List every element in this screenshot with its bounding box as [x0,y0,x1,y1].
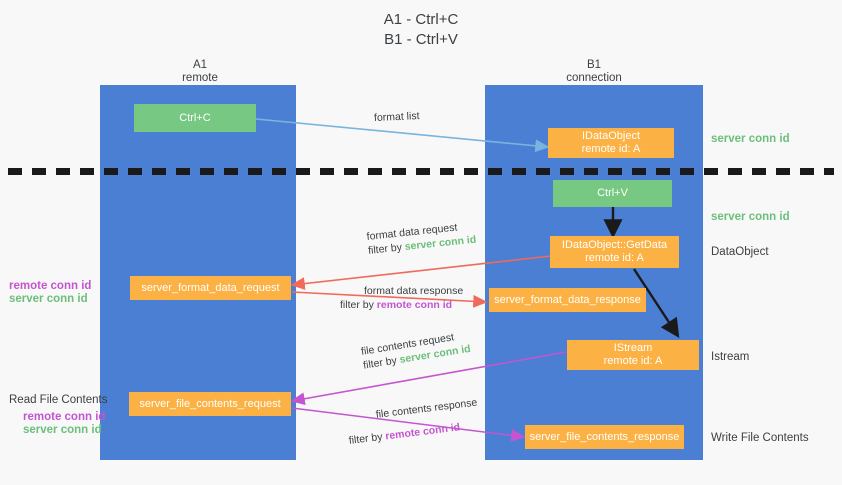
left-label-read-file-contents: Read File Contents [9,394,108,406]
edge-label-format-data-response-text: format data response [364,285,464,297]
node-server-file-contents-request-label: server_file_contents_request [139,397,281,410]
node-ctrl-v[interactable]: Ctrl+V [553,180,672,207]
column-header-b1-sub: connection [566,72,622,84]
edge-label-format-list-text: format list [373,110,420,124]
page-title: A1 - Ctrl+C B1 - Ctrl+V [383,11,459,48]
right-label-server-conn-id-second: server conn id [711,211,790,223]
node-server-file-contents-request[interactable]: server_file_contents_request [129,392,291,416]
edge-label-file-contents-request: file contents request filter by server c… [360,328,472,373]
edge-label-file-contents-response-text: file contents response [375,396,478,421]
right-label-server-conn-id-top: server conn id [711,133,790,145]
column-header-a1-name: A1 [192,59,208,71]
edge-label-file-contents-response-filter: filter by remote conn id [348,421,461,447]
left-label-remote-conn-id-1: remote conn id [9,280,92,292]
node-idataobject-getdata-label: IDataObject::GetData remote id: A [561,239,668,264]
node-istream-label: IStream remote id: A [603,342,663,367]
column-header-a1-sub: remote [182,72,218,84]
right-label-istream: Istream [711,351,750,363]
node-ctrl-v-label: Ctrl+V [597,187,628,199]
node-idataobject[interactable]: IDataObject remote id: A [548,128,674,158]
right-label-dataobject: DataObject [711,246,769,258]
node-server-file-contents-response-label: server_file_contents_response [529,430,680,443]
edge-label-file-contents-response: file contents response [375,396,478,422]
node-server-format-data-request-label: server_format_data_request [141,281,280,294]
column-header-b1: B1 connection [524,59,664,85]
node-idataobject-label: IDataObject remote id: A [581,130,641,155]
edge-label-format-data-request: format data request filter by server con… [366,219,477,258]
conn-id-remote-1: remote conn id [376,299,453,311]
column-header-b1-name: B1 [586,59,602,71]
conn-id-remote-2: remote conn id [384,421,461,443]
right-label-write-file-contents: Write File Contents [711,432,809,444]
left-label-server-conn-id-1: server conn id [9,293,88,305]
edge-label-format-data-response: format data response filter by remote co… [340,284,463,312]
phase-divider [8,168,834,175]
node-server-file-contents-response[interactable]: server_file_contents_response [525,425,684,449]
node-istream[interactable]: IStream remote id: A [567,340,699,370]
node-server-format-data-response-label: server_format_data_response [494,293,641,306]
node-server-format-data-request[interactable]: server_format_data_request [130,276,291,300]
edge-label-format-data-response-filter: filter by remote conn id [340,299,453,311]
edge-label-format-list: format list [374,109,420,125]
node-ctrl-c[interactable]: Ctrl+C [134,104,256,132]
left-label-remote-conn-id-2: remote conn id [23,411,106,423]
node-idataobject-getdata[interactable]: IDataObject::GetData remote id: A [550,236,679,268]
node-ctrl-c-label: Ctrl+C [179,111,211,124]
column-header-a1: A1 remote [130,59,270,85]
left-label-server-conn-id-2: server conn id [23,424,102,436]
node-server-format-data-response[interactable]: server_format_data_response [489,288,646,312]
